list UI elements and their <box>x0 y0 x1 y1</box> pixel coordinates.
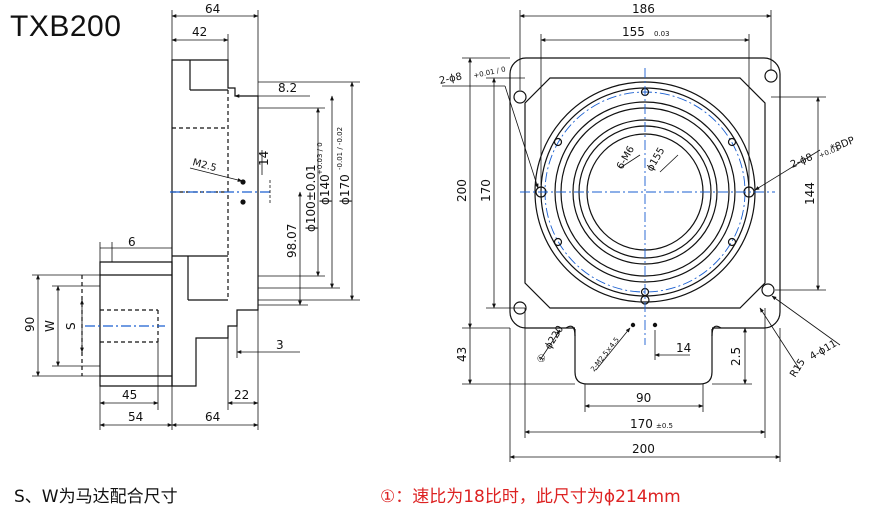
side-dim-90: 90 <box>23 317 37 332</box>
front-dim-d220-circle: ① <box>535 352 549 365</box>
side-dim-d140-tol: +0.03 / 0 <box>316 142 324 175</box>
side-dim-22: 22 <box>234 388 249 402</box>
front-dim-155-tol: 0.03 <box>654 30 670 38</box>
corner-hole-tl <box>513 90 527 104</box>
side-dim-d170: ϕ170 <box>338 174 352 205</box>
side-dim-d140: ϕ140 <box>318 174 332 205</box>
front-dim-170-h-tol: ±0.5 <box>656 422 673 430</box>
front-dim-2-d8: 2-ϕ8 <box>438 71 463 87</box>
front-dim-90: 90 <box>636 391 651 405</box>
model-title: TXB200 <box>10 10 122 43</box>
motor-fit-note: S、W为马达配合尺寸 <box>14 487 178 507</box>
front-dim-2-d8-dp-suffix: *8DP <box>829 135 856 155</box>
front-dim-r15: R15 <box>788 357 808 380</box>
front-dim-155: 155 <box>622 25 645 39</box>
side-dim-14: 14 <box>257 151 271 166</box>
front-dim-d155: ϕ155 <box>645 146 667 174</box>
side-dim-54: 54 <box>128 410 143 424</box>
front-dim-200-h: 200 <box>632 442 655 456</box>
front-dim-43: 43 <box>455 347 469 362</box>
front-body <box>524 77 766 309</box>
front-view: 186 155 0.03 2-ϕ8 +0.01 / 0 2-ϕ8 +0.01 *… <box>438 2 856 462</box>
side-dim-45: 45 <box>122 388 137 402</box>
side-dim-d100: ϕ100±0.01 <box>304 164 318 232</box>
corner-hole-tr <box>764 69 778 83</box>
front-dim-2-d8-dp: 2-ϕ8 <box>789 152 814 171</box>
motor-adaptor <box>99 261 173 387</box>
front-dim-2-5: 2.5 <box>729 347 743 366</box>
side-dim-3: 3 <box>276 338 284 352</box>
side-body-outline <box>171 59 259 387</box>
side-dim-42: 42 <box>192 25 207 39</box>
front-dim-200-v: 200 <box>455 179 469 202</box>
front-dim-4-d11: 4-ϕ11 <box>808 338 839 362</box>
side-dim-6: 6 <box>128 235 136 249</box>
front-dim-170-v: 170 <box>479 179 493 202</box>
side-view: 64 42 8.2 14 M2.5 ϕ100±0.01 ϕ140 +0.03 /… <box>23 2 360 430</box>
ratio-note: ①：速比为18比时，此尺寸为ϕ214mm <box>380 487 681 507</box>
front-dim-186: 186 <box>632 2 655 16</box>
side-dim-98-07: 98.07 <box>285 224 299 258</box>
front-bottom-tab <box>574 328 713 385</box>
front-dim-6-m6: 6-M6 <box>615 144 637 171</box>
front-dim-144: 144 <box>803 182 817 205</box>
front-dim-170-h: 170 <box>630 417 653 431</box>
front-dim-small-hole: 2-M2.5×4.5 <box>589 336 621 373</box>
side-dim-64-top: 64 <box>205 2 220 16</box>
side-dim-64-bottom: 64 <box>205 410 220 424</box>
side-dim-w: W <box>43 320 57 332</box>
side-dim-d170-tol: -0.01 / -0.02 <box>336 127 344 170</box>
side-dim-s: S <box>64 322 78 330</box>
front-dim-14: 14 <box>676 341 691 355</box>
side-dim-8-2: 8.2 <box>278 81 297 95</box>
corner-hole-br <box>761 283 775 297</box>
